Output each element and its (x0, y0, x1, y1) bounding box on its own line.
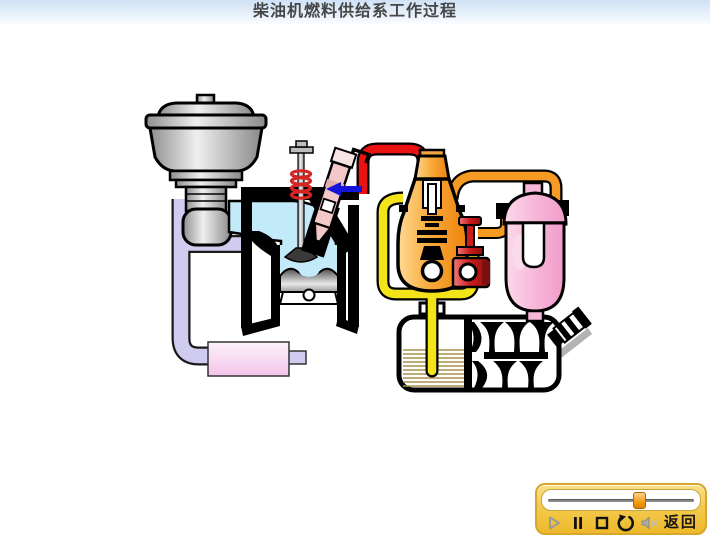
player-control-bar: 返回 (535, 483, 707, 535)
return-button[interactable]: 返回 (663, 514, 698, 531)
muffler (207, 341, 307, 377)
filler-cap (547, 306, 592, 348)
tank-baffles (468, 322, 554, 388)
priming-pump (451, 216, 491, 289)
pause-button[interactable] (568, 513, 588, 533)
suction-pipe-yellow (376, 191, 480, 378)
play-icon (549, 516, 560, 530)
filler-neck-shadow (552, 328, 592, 362)
play-button[interactable] (544, 513, 564, 533)
fuel-injector (300, 146, 372, 258)
speaker-muted-icon (641, 516, 658, 530)
filter-element (521, 221, 546, 269)
seek-track-line (548, 499, 694, 502)
stop-icon (595, 516, 609, 530)
valve-spring (289, 169, 313, 200)
page-title: 柴油机燃料供给系工作过程 (252, 3, 457, 20)
player-buttons: 返回 (544, 511, 698, 535)
intake-valve (283, 140, 319, 263)
air-filter-outlet-elbow (181, 207, 233, 247)
flow-arrow (326, 182, 362, 196)
pause-icon (573, 517, 582, 529)
air-filter (144, 93, 268, 247)
mute-button[interactable] (640, 513, 660, 533)
piston-pin (302, 288, 316, 302)
piston (278, 265, 340, 305)
fuel-filter (496, 181, 569, 323)
injection-pump (396, 148, 469, 293)
seek-bar[interactable] (541, 489, 701, 511)
slider-thumb[interactable] (633, 492, 647, 509)
replay-icon (617, 514, 634, 532)
cam-roller (420, 259, 444, 283)
injector-nozzle (313, 221, 332, 243)
replay-button[interactable] (616, 513, 636, 533)
pump-plunger (427, 183, 437, 215)
stop-button[interactable] (592, 513, 612, 533)
muffler-body (207, 341, 290, 377)
fuel-tank (396, 301, 592, 393)
title-bar: 柴油机燃料供给系工作过程 (0, 0, 710, 26)
